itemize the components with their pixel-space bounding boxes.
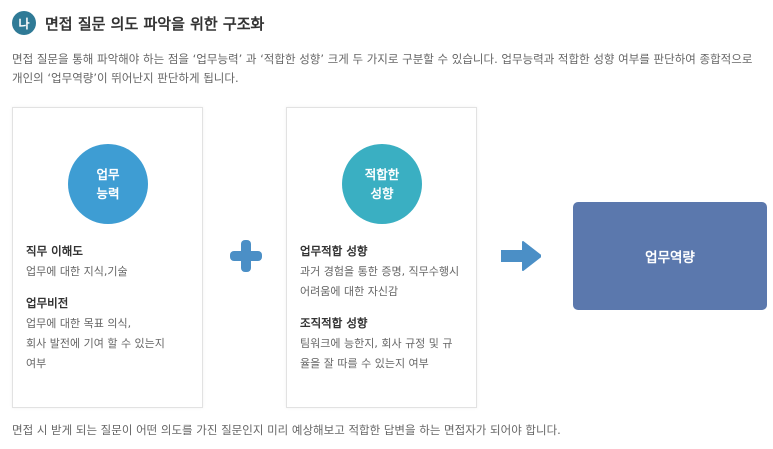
description-line: 어려움에 대한 자신감 [300, 285, 399, 298]
description-line: 업무에 대한 목표 의식, [26, 317, 132, 330]
section-description: 업무에 대한 지식,기술 [26, 262, 198, 282]
work-ability-circle: 업무 능력 [68, 144, 148, 224]
section-description: 팀워크에 능한지, 회사 규정 및 규 율을 잘 따를 수 있는지 여부 [300, 334, 472, 374]
suitable-disposition-circle: 적합한 성향 [342, 144, 422, 224]
section-title: 조직적합 성향 [300, 316, 368, 330]
circle-label-line2: 능력 [96, 186, 120, 201]
description-line: 회사 발전에 기여 할 수 있는지 [26, 337, 165, 350]
section-header: 나 면접 질문 의도 파악을 위한 구조화 [12, 11, 264, 35]
description-line: 율을 잘 따를 수 있는지 여부 [300, 357, 429, 370]
intro-text: 면접 질문을 통해 파악해야 하는 점을 ‘업무능력’ 과 ‘적합한 성향’ 크… [12, 52, 753, 85]
card-work-ability: 업무 능력 직무 이해도 업무에 대한 지식,기술 업무비전 업무에 대한 목표… [12, 107, 203, 408]
description-line: 여부 [26, 357, 47, 370]
arrow-right-icon [501, 241, 541, 271]
description-line: 팀워크에 능한지, 회사 규정 및 규 [300, 337, 453, 350]
circle-label-line2: 성향 [370, 186, 394, 201]
section-work-fit: 업무적합 성향 과거 경험을 통한 증명, 직무수행시 어려움에 대한 자신감 [300, 242, 472, 302]
section-description: 업무에 대한 목표 의식, 회사 발전에 기여 할 수 있는지 여부 [26, 314, 198, 374]
section-title: 업무적합 성향 [300, 244, 368, 258]
work-competency-box: 업무역량 [573, 202, 767, 310]
card-suitable-disposition: 적합한 성향 업무적합 성향 과거 경험을 통한 증명, 직무수행시 어려움에 … [286, 107, 477, 408]
section-org-fit: 조직적합 성향 팀워크에 능한지, 회사 규정 및 규 율을 잘 따를 수 있는… [300, 314, 472, 374]
section-title: 면접 질문 의도 파악을 위한 구조화 [45, 14, 265, 33]
section-work-vision: 업무비전 업무에 대한 목표 의식, 회사 발전에 기여 할 수 있는지 여부 [26, 294, 198, 374]
section-description: 과거 경험을 통한 증명, 직무수행시 어려움에 대한 자신감 [300, 262, 472, 302]
description-line: 업무에 대한 지식,기술 [26, 265, 128, 278]
description-line: 과거 경험을 통한 증명, 직무수행시 [300, 265, 460, 278]
section-job-understanding: 직무 이해도 업무에 대한 지식,기술 [26, 242, 198, 282]
circle-label-line1: 적합한 [364, 167, 400, 182]
footer-text: 면접 시 받게 되는 질문이 어떤 의도를 가진 질문인지 미리 예상해보고 적… [12, 423, 561, 437]
plus-icon [230, 240, 262, 272]
section-badge: 나 [12, 11, 36, 35]
section-title: 직무 이해도 [26, 244, 83, 258]
section-title: 업무비전 [26, 296, 69, 310]
circle-label-line1: 업무 [96, 167, 120, 182]
